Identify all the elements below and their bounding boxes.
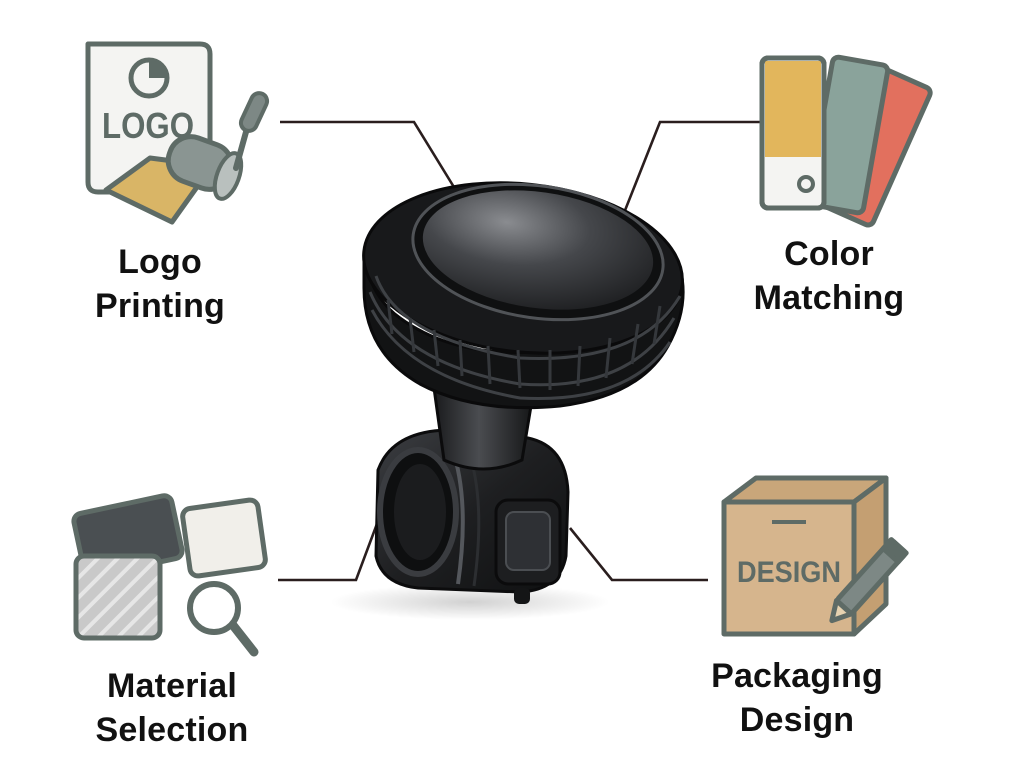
label-logo-printing-line1: Logo (118, 243, 202, 281)
box-pencil-icon: DESIGN (721, 475, 909, 637)
label-packaging-design: Packaging Design (692, 654, 902, 742)
label-logo-printing: Logo Printing (60, 240, 260, 328)
color-swatch-icon (759, 54, 933, 228)
label-material-selection-line1: Material (106, 667, 238, 705)
label-color-matching: Color Matching (724, 232, 934, 320)
logo-roller-icon: LOGO (85, 41, 270, 225)
connector-lines (278, 120, 760, 582)
label-material-selection: Material Selection (62, 664, 282, 752)
design-icon-text: DESIGN (737, 556, 841, 589)
label-packaging-design-line1: Packaging (711, 657, 883, 695)
steering-wheel-spinner-knob (330, 181, 685, 620)
label-color-matching-line1: Color (784, 235, 874, 273)
connector-material-selection (278, 504, 386, 582)
connector-packaging-design (568, 527, 708, 582)
connector-color-matching (620, 120, 760, 219)
label-color-matching-line2: Matching (753, 279, 905, 317)
label-packaging-design-line2: Design (739, 701, 855, 739)
material-samples-magnifier-icon (71, 493, 268, 657)
connector-logo-printing (280, 120, 470, 211)
label-material-selection-line2: Selection (95, 711, 249, 749)
label-logo-printing-line2: Printing (94, 287, 226, 325)
